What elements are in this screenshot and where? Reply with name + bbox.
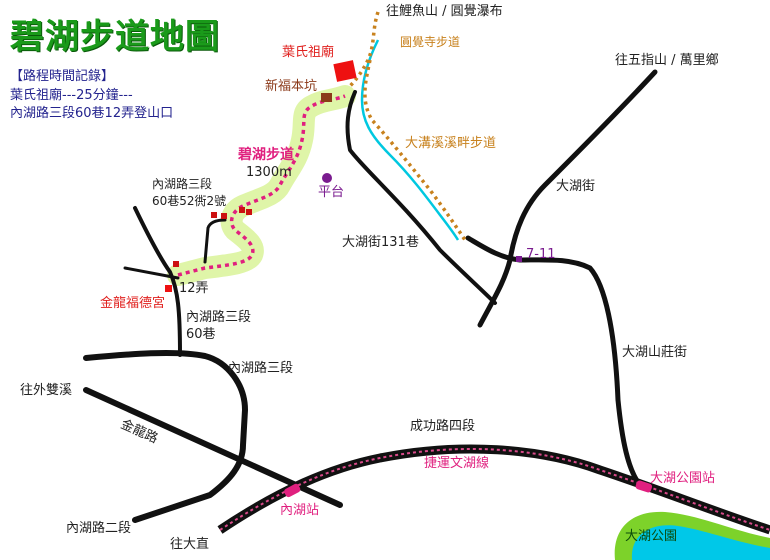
map-title: 碧湖步道地圖 bbox=[10, 17, 220, 57]
label-dahu-st: 大湖街 bbox=[556, 179, 596, 194]
roads bbox=[83, 69, 658, 523]
label-carp-mountain: 往鯉魚山 / 圓覺瀑布 bbox=[386, 4, 503, 19]
label-trail-length: 1300m bbox=[246, 165, 292, 180]
lake bbox=[631, 525, 770, 560]
label-bihu-trail: 碧湖步道 bbox=[238, 147, 294, 163]
label-neihu-lane52: 內湖路三段 bbox=[152, 177, 213, 191]
stream bbox=[360, 39, 460, 241]
label-chenggong: 成功路四段 bbox=[410, 419, 476, 434]
ye-temple-marker bbox=[333, 60, 357, 82]
label-alley12: 12弄 bbox=[179, 281, 209, 296]
lane52-marker bbox=[211, 212, 217, 218]
bihu-trail bbox=[177, 94, 346, 277]
label-wuzhi: 往五指山 / 萬里鄉 bbox=[615, 53, 719, 68]
label-xinfu-pit: 新福本坑 bbox=[265, 79, 318, 94]
label-platform: 平台 bbox=[318, 185, 345, 200]
legend-header: 【路程時間記錄】 bbox=[10, 69, 115, 84]
label-waishuangxi: 往外雙溪 bbox=[20, 383, 73, 398]
label-dahu-park-station: 大湖公園站 bbox=[650, 471, 716, 486]
neihu-station-marker bbox=[284, 483, 301, 498]
label-seven-eleven: 7-11 bbox=[526, 247, 556, 262]
label-dahu-lane131: 大湖街131巷 bbox=[342, 235, 419, 250]
label-neihu-sec2: 內湖路二段 bbox=[66, 521, 132, 536]
label-jinlong-temple: 金龍福德宮 bbox=[100, 296, 166, 311]
label-wenhu-line: 捷運文湖線 bbox=[424, 456, 490, 471]
label-neihu-sec3: 內湖路三段 bbox=[228, 361, 294, 376]
seven-eleven-marker bbox=[516, 256, 522, 262]
label-dahu-park: 大湖公園 bbox=[625, 529, 678, 544]
path-carp-mountain bbox=[348, 11, 380, 88]
legend-line1: 葉氏祖廟---25分鐘--- bbox=[10, 88, 133, 103]
path-dagou-stream bbox=[363, 59, 467, 241]
label-neihu-station: 內湖站 bbox=[280, 503, 320, 518]
xinfu-pit-marker bbox=[321, 93, 332, 102]
label-neihu-60: 內湖路三段 bbox=[186, 310, 252, 325]
jinlong-temple-marker bbox=[165, 285, 172, 292]
label-yuanjue-trail: 圓覺寺步道 bbox=[400, 35, 461, 49]
label-dazhi: 往大直 bbox=[170, 537, 210, 552]
label-dagou-trail: 大溝溪溪畔步道 bbox=[405, 136, 497, 151]
label-ye-temple: 葉氏祖廟 bbox=[282, 45, 335, 60]
dahu-park-station-marker bbox=[635, 480, 653, 493]
label-neihu-lane52-b: 60巷52衖2號 bbox=[152, 194, 227, 208]
legend-line2: 內湖路三段60巷12弄登山口 bbox=[10, 106, 174, 121]
label-neihu-60-b: 60巷 bbox=[186, 327, 216, 342]
platform-marker bbox=[322, 173, 332, 183]
alley12-marker bbox=[173, 261, 179, 267]
label-dahu-shanzhuang: 大湖山莊街 bbox=[622, 345, 688, 360]
